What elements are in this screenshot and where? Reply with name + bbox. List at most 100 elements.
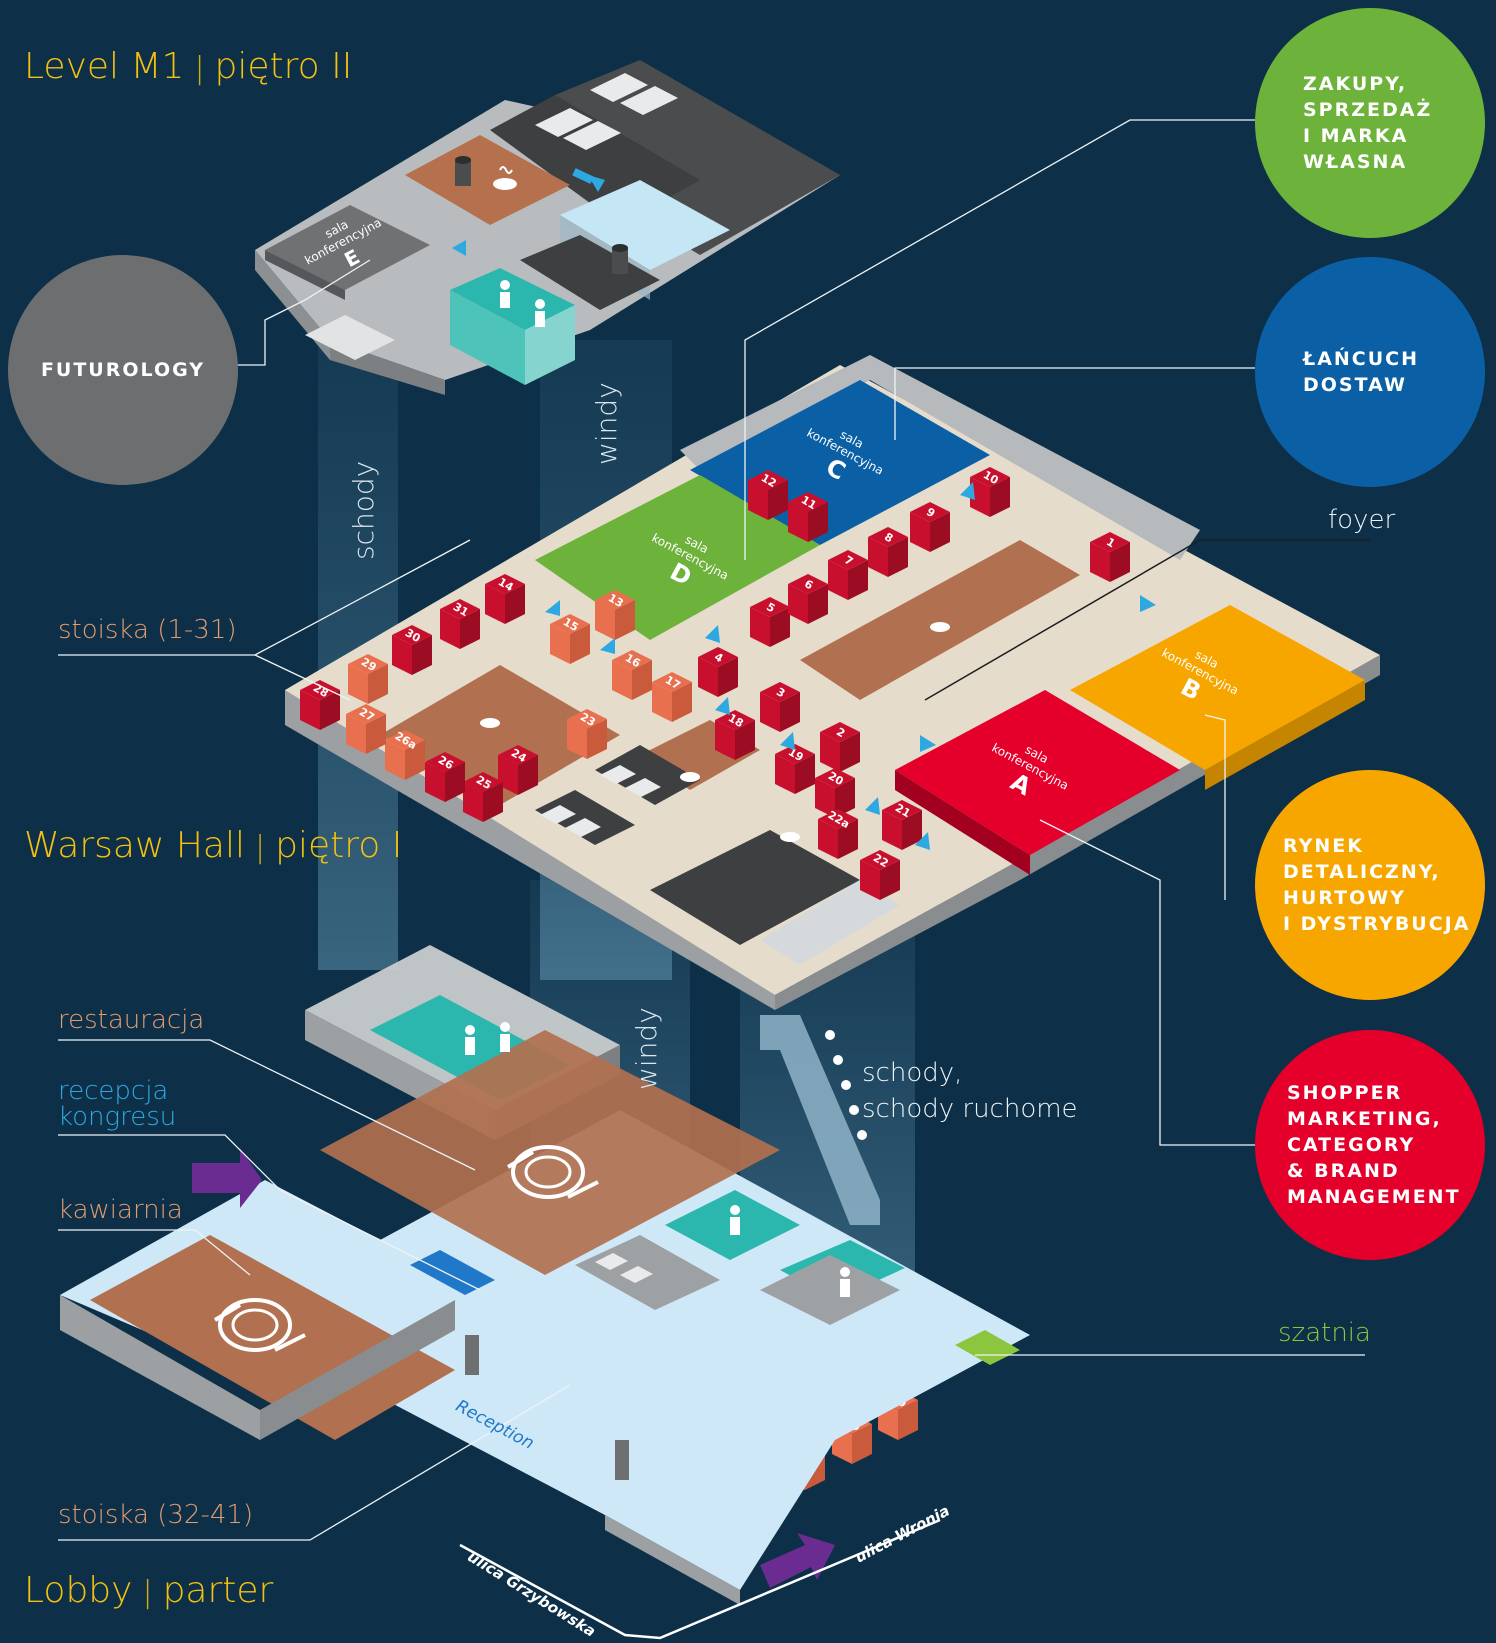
stand-11[interactable]: 11 bbox=[788, 492, 828, 542]
stand-top bbox=[1090, 532, 1130, 552]
stand-front bbox=[346, 714, 366, 754]
level-m1-cafe-icon bbox=[493, 166, 517, 190]
stand-side bbox=[587, 719, 607, 759]
stand-side bbox=[808, 584, 828, 624]
stand-top bbox=[882, 800, 922, 820]
stand-side bbox=[460, 609, 480, 649]
stand-19[interactable]: 19 bbox=[775, 744, 815, 794]
stand-side bbox=[902, 810, 922, 850]
level-m1-floor: piętro II bbox=[214, 46, 353, 87]
stand-30[interactable]: 30 bbox=[392, 625, 432, 675]
stand-top bbox=[828, 550, 868, 570]
label-recepcja-line1: recepcja bbox=[58, 1076, 169, 1106]
toilet-icons bbox=[465, 1022, 850, 1297]
stand-side bbox=[880, 860, 900, 900]
track-rynek[interactable]: RYNEK DETALICZNY, HURTOWY I DYSTRYBUCJA bbox=[1255, 770, 1485, 1000]
stand-top bbox=[760, 682, 800, 702]
stand-front bbox=[425, 762, 445, 802]
stand-side bbox=[780, 692, 800, 732]
stand-side bbox=[505, 584, 525, 624]
label-szatnia: szatnia bbox=[1278, 1318, 1371, 1348]
stand-26a[interactable]: 26a bbox=[385, 729, 425, 780]
stands-layer: 1234567891011121314151617181920212222a23… bbox=[300, 467, 1130, 1490]
stand-front bbox=[550, 624, 570, 664]
stand-6[interactable]: 6 bbox=[788, 574, 828, 624]
stand-front bbox=[715, 720, 735, 760]
stand-2[interactable]: 2 bbox=[820, 722, 860, 772]
stand-side bbox=[483, 782, 503, 822]
track-futurology[interactable]: FUTUROLOGY bbox=[8, 255, 238, 485]
stand-side bbox=[368, 664, 388, 704]
level-m1-name: Level M1 bbox=[24, 46, 185, 87]
stand-top bbox=[485, 574, 525, 594]
track-zakupy-label: ZAKUPY, SPRZEDAŻ I MARKA WŁASNA bbox=[1303, 73, 1433, 173]
stand-14[interactable]: 14 bbox=[485, 574, 525, 624]
stand-side bbox=[320, 690, 340, 730]
stand-top bbox=[698, 647, 738, 667]
stand-7[interactable]: 7 bbox=[828, 550, 868, 600]
stand-20[interactable]: 20 bbox=[815, 768, 855, 818]
stand-top bbox=[440, 599, 480, 619]
label-restauracja: restauracja bbox=[58, 1005, 205, 1035]
stand-side bbox=[718, 657, 738, 697]
stand-top bbox=[346, 704, 386, 724]
stand-15[interactable]: 15 bbox=[550, 614, 590, 664]
entry-arrows bbox=[192, 1148, 835, 1588]
stand-9[interactable]: 9 bbox=[910, 502, 950, 552]
stand-28[interactable]: 28 bbox=[300, 680, 340, 730]
stand-13[interactable]: 13 bbox=[595, 590, 635, 640]
lobby-title: Lobby|parter bbox=[24, 1570, 273, 1611]
stand-front bbox=[463, 782, 483, 822]
stand-21[interactable]: 21 bbox=[882, 800, 922, 850]
stand-front bbox=[392, 635, 412, 675]
stand-side bbox=[888, 537, 908, 577]
stand-top bbox=[815, 768, 855, 788]
stand-3[interactable]: 3 bbox=[760, 682, 800, 732]
track-lancuch[interactable]: ŁAŃCUCH DOSTAW bbox=[1255, 257, 1485, 487]
stand-side bbox=[672, 682, 692, 722]
stand-4[interactable]: 4 bbox=[698, 647, 738, 697]
stand-26[interactable]: 26 bbox=[425, 752, 465, 802]
stand-side bbox=[412, 635, 432, 675]
stand-1[interactable]: 1 bbox=[1090, 532, 1130, 582]
stand-front bbox=[612, 660, 632, 700]
foyer-leader bbox=[924, 539, 1370, 701]
separator: | bbox=[194, 51, 205, 86]
stand-side bbox=[848, 560, 868, 600]
stand-31[interactable]: 31 bbox=[440, 599, 480, 649]
stand-17[interactable]: 17 bbox=[652, 672, 692, 722]
stand-8[interactable]: 8 bbox=[868, 527, 908, 577]
stand-5[interactable]: 5 bbox=[750, 597, 790, 647]
stand-side bbox=[735, 720, 755, 760]
stand-16[interactable]: 16 bbox=[612, 650, 652, 700]
stand-22a[interactable]: 22a bbox=[818, 808, 858, 859]
stand-top bbox=[860, 850, 900, 870]
stand-18[interactable]: 18 bbox=[715, 710, 755, 760]
stand-front bbox=[815, 778, 835, 818]
track-zakupy[interactable]: ZAKUPY, SPRZEDAŻ I MARKA WŁASNA bbox=[1255, 8, 1485, 238]
stand-27[interactable]: 27 bbox=[346, 704, 386, 754]
label-windy-upper: windy bbox=[590, 382, 623, 465]
stand-front bbox=[567, 719, 587, 759]
stand-side bbox=[405, 740, 425, 780]
stand-10[interactable]: 10 bbox=[970, 467, 1010, 517]
stand-side bbox=[795, 754, 815, 794]
stand-22[interactable]: 22 bbox=[860, 850, 900, 900]
stand-front bbox=[818, 819, 838, 859]
stand-top bbox=[392, 625, 432, 645]
separator: | bbox=[255, 830, 266, 865]
stand-front bbox=[828, 560, 848, 600]
stand-12[interactable]: 12 bbox=[748, 470, 788, 520]
stand-top bbox=[970, 467, 1010, 487]
stand-25[interactable]: 25 bbox=[463, 772, 503, 822]
stand-29[interactable]: 29 bbox=[348, 654, 388, 704]
track-shopper[interactable]: SHOPPER MARKETING, CATEGORY & BRAND MANA… bbox=[1255, 1030, 1485, 1260]
stand-side bbox=[366, 714, 386, 754]
label-kawiarnia: kawiarnia bbox=[58, 1195, 183, 1225]
stand-side bbox=[838, 819, 858, 859]
stand-23[interactable]: 23 bbox=[567, 709, 607, 759]
stand-24[interactable]: 24 bbox=[498, 745, 538, 795]
warsaw-hall-title: Warsaw Hall|piętro I bbox=[24, 825, 402, 866]
stand-side bbox=[808, 502, 828, 542]
stand-top bbox=[910, 502, 950, 522]
